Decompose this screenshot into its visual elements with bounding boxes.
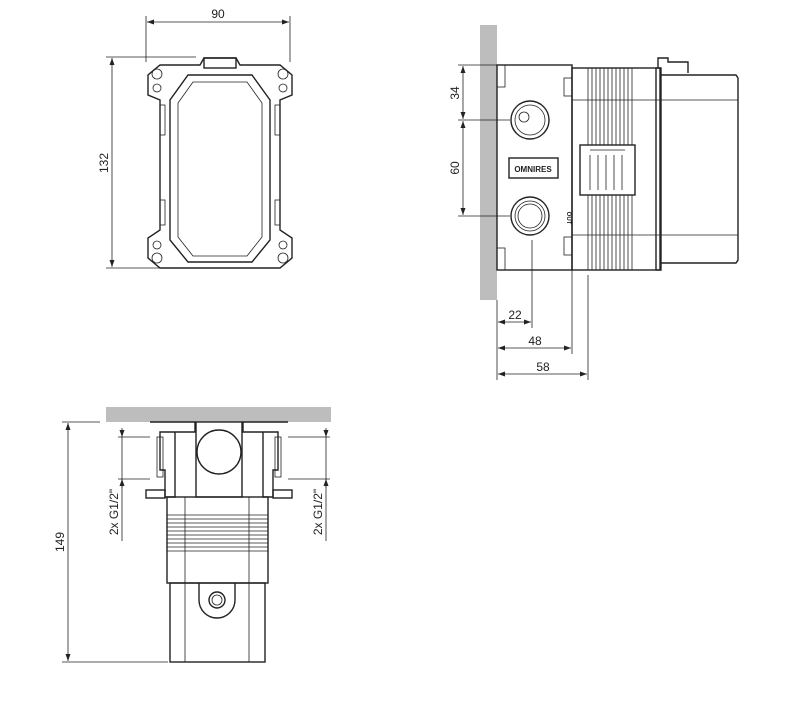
depth-thread-label: 58: [536, 360, 550, 374]
side-view: OMNIRES OUT: [448, 25, 739, 380]
depth-dimensions: 22 48 58: [496, 240, 589, 380]
total-height-label: 149: [53, 532, 67, 552]
top-offset-label: 34: [448, 86, 462, 100]
bottom-view: 149 2x G1/2" 2x G1/2": [53, 407, 331, 663]
brand-label: OMNIRES: [514, 165, 552, 174]
front-view: 90 132: [97, 7, 293, 269]
right-port-dimension: 2x G1/2": [288, 428, 330, 541]
port-label: OUT: [565, 212, 571, 225]
height-label: 132: [97, 153, 111, 173]
width-dimension: 90: [145, 7, 291, 62]
bottom-body: [145, 421, 293, 663]
side-cap: [655, 57, 739, 271]
depth-body-label: 48: [528, 334, 542, 348]
right-port-label: 2x G1/2": [311, 489, 325, 535]
total-height-dimension: 149: [53, 421, 168, 663]
side-body: OMNIRES OUT: [496, 64, 573, 271]
vertical-dimensions: 34 60: [448, 64, 510, 217]
left-port-dimension: 2x G1/2": [107, 428, 150, 541]
port-spacing-label: 60: [448, 161, 462, 175]
left-port-label: 2x G1/2": [107, 489, 121, 535]
wall: [480, 25, 497, 300]
front-frame: [147, 57, 293, 269]
width-label: 90: [211, 7, 225, 21]
depth-port-label: 22: [508, 308, 522, 322]
side-thread: [571, 67, 661, 271]
height-dimension: 132: [97, 56, 196, 269]
bottom-wall: [106, 407, 331, 422]
